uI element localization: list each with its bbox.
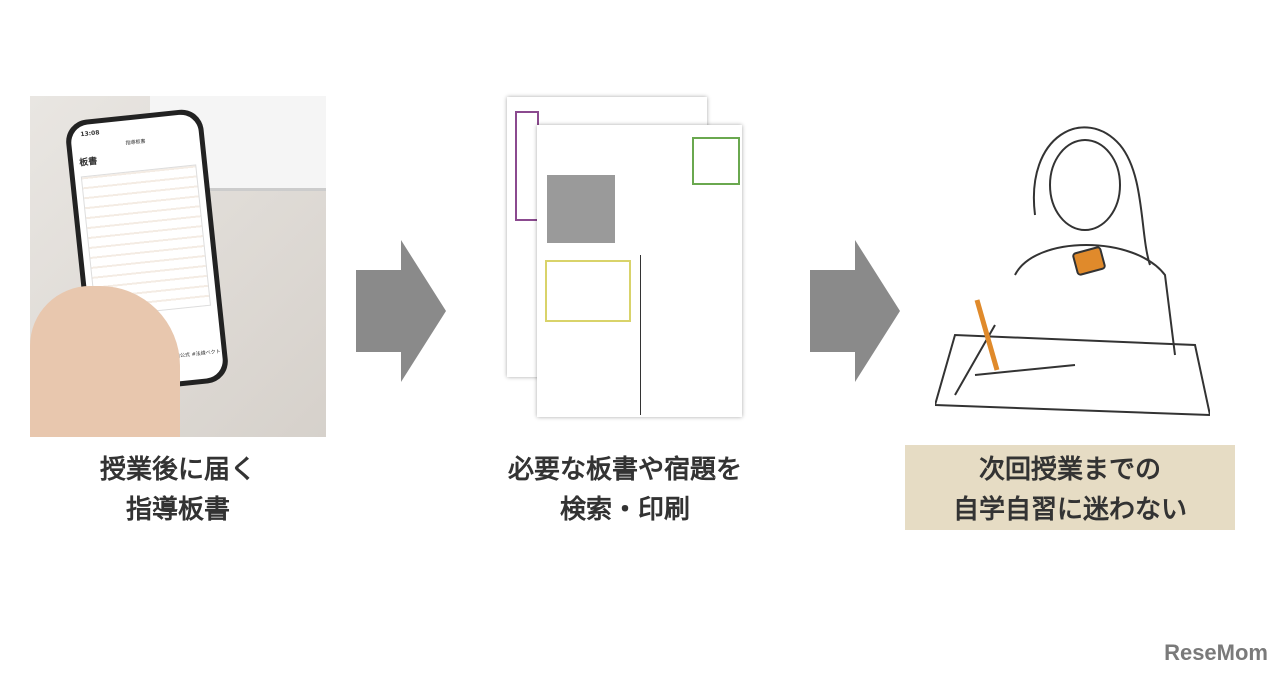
divider — [640, 255, 641, 415]
caption-line: 自学自習に迷わない — [952, 495, 1187, 525]
caption-line: 必要な板書や宿題を — [507, 455, 742, 485]
caption-line: 次回授業までの — [978, 455, 1161, 485]
student-illustration — [935, 126, 1210, 417]
step3-highlight-box — [905, 445, 1235, 530]
step1-caption: 授業後に届く 指導板書 — [30, 450, 326, 530]
yellow-box — [545, 260, 631, 322]
resemom-logo: ReseMom — [1164, 640, 1268, 665]
document-front — [537, 125, 742, 417]
step3-caption: 次回授業までの 自学自習に迷わない — [905, 450, 1235, 530]
green-box — [692, 137, 740, 185]
phone-photo: 13:08 指導板書 板書 指導単元 ベクトル キーワード #ベクトル方程式 #… — [30, 96, 326, 437]
arrow-right-icon — [356, 240, 446, 382]
caption-line: 指導板書 — [125, 495, 230, 525]
purple-box — [515, 111, 539, 221]
step2-caption: 必要な板書や宿題を 検索・印刷 — [470, 450, 780, 530]
caption-line: 授業後に届く — [99, 455, 256, 485]
hand — [30, 286, 180, 437]
blackboard-photo — [547, 175, 615, 243]
caption-line: 検索・印刷 — [559, 495, 690, 525]
arrow-right-icon — [810, 240, 900, 382]
